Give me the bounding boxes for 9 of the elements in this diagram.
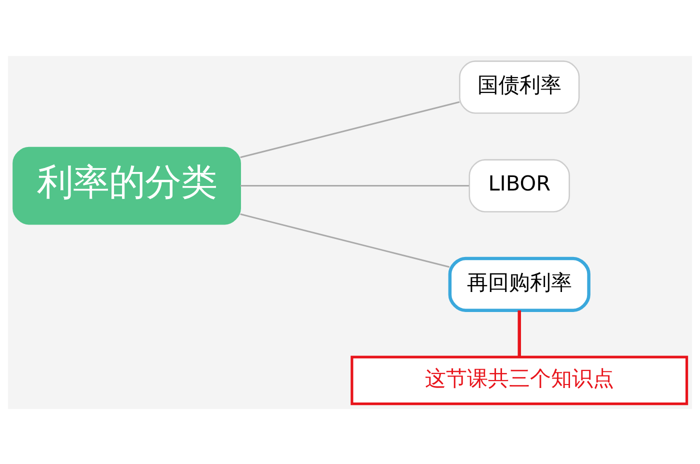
connector — [240, 212, 450, 268]
connector — [518, 310, 521, 356]
node-box: 再回购利率 — [448, 256, 590, 312]
node-box: 利率的分类 — [12, 146, 241, 224]
node-box: 这节课共三个知识点 — [350, 355, 688, 405]
connector — [240, 100, 460, 158]
connector — [240, 184, 469, 186]
node-box: LIBOR — [468, 158, 570, 212]
node-box: 国债利率 — [459, 60, 580, 114]
